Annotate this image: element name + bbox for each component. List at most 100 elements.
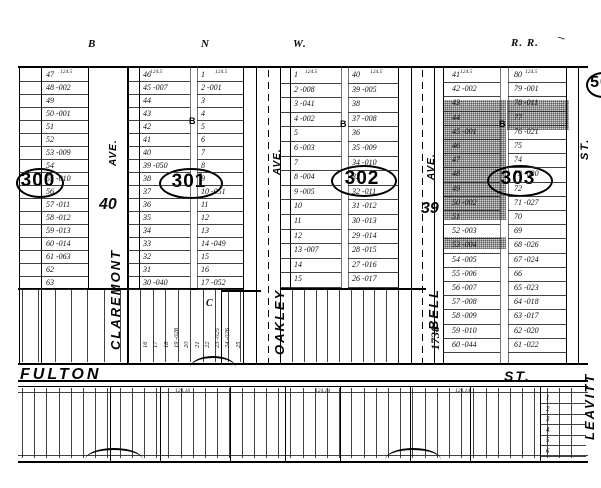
- fulton-row-lotline: [241, 388, 243, 458]
- block303-east-lot-divider: [508, 181, 566, 183]
- block302-east-lot-label: 37 -008: [352, 113, 377, 123]
- block301-east-lot-label: 2 -001: [201, 83, 222, 92]
- block302-east-lot-divider: [348, 126, 398, 128]
- block302-west-lot-divider: [281, 170, 341, 172]
- mid-strip-top: [221, 290, 261, 292]
- block302-west-lot-label: 11: [294, 216, 302, 225]
- block300-lot-divider: [19, 289, 88, 290]
- block303-east-lot-label: 67 -024: [514, 254, 539, 264]
- block302-west-lot-divider: [281, 97, 341, 99]
- fulton-row-lotline: [351, 388, 353, 458]
- oakley-centerline-dash: [268, 226, 269, 233]
- fulton-row-lot-label: 4: [546, 425, 550, 434]
- block302-east-lot-divider: [348, 199, 398, 201]
- block303-west-lot-label: 51: [452, 212, 460, 221]
- fulton-row-lotline: [461, 388, 463, 458]
- bell-centerline-dash: [422, 94, 423, 101]
- mid-strip-lotline: [374, 290, 376, 362]
- fulton-row-lotline: [266, 388, 267, 458]
- block301-east-lot-divider: [197, 198, 243, 199]
- block301-west-lot-label: 31: [143, 265, 151, 274]
- fulton-row-lotline: [388, 388, 389, 458]
- block303-east-lot-divider: [508, 110, 566, 112]
- block300-lot-label: 60 -014: [46, 239, 71, 248]
- block302-east-lot-label: 31 -012: [352, 201, 377, 211]
- oakley-centerline-dash: [268, 190, 269, 197]
- block301-west-lot-divider: [128, 250, 190, 251]
- fulton-row-lotline: [522, 388, 524, 458]
- bell-centerline-dash: [422, 250, 423, 257]
- claremont-width-annotation: 40: [99, 196, 117, 213]
- block301-west-lot-label: 42: [143, 122, 151, 131]
- fulton-street-north-line: [18, 380, 588, 382]
- block302-west-lot-label: 1: [294, 70, 298, 79]
- block303-west-lot-label: 58 -009: [452, 311, 477, 321]
- bell-centerline-dash: [422, 286, 423, 293]
- fulton-row-dimension: 124.14: [315, 388, 331, 394]
- bell-centerline-dash: [422, 298, 423, 305]
- block302-east-lot-label: 26 -017: [352, 274, 377, 284]
- street-label-fulton-suffix: ST.: [504, 368, 531, 384]
- bell-centerline-dash: [422, 202, 423, 209]
- block303-west-lot-label: 57 -008: [452, 297, 477, 307]
- block302-east-lot-divider: [348, 82, 398, 84]
- oakley-west-line: [256, 66, 257, 363]
- oakley-centerline-dash: [268, 166, 269, 173]
- block303-west-lot-divider: [443, 337, 500, 339]
- block302-west-lot-label: 7: [294, 157, 298, 167]
- bell-centerline-dash: [422, 346, 423, 353]
- block301-east-lot-label: 17 -052: [201, 278, 226, 287]
- fulton-row-lot-divider: [540, 424, 586, 425]
- block303-west-lot-divider: [443, 281, 500, 282]
- block303-east-lot-label: 63 -017: [514, 311, 539, 321]
- mid-strip-lotline: [292, 290, 293, 362]
- mid-strip-lotline: [327, 290, 329, 362]
- oakley-centerline-dash: [268, 118, 269, 125]
- top-frontage-dimension: 124.5: [525, 69, 538, 75]
- block302-east-lot-divider: [348, 170, 398, 172]
- mid-strip-lot-label: 21: [193, 341, 201, 349]
- block303-east-lot-label: 74: [514, 155, 522, 165]
- fulton-row-lotline: [375, 388, 377, 458]
- fulton-row-lotline: [558, 388, 560, 458]
- block303-east-lot-divider: [508, 195, 566, 197]
- block300-lot-divider: [19, 133, 88, 134]
- block301-west-lot-label: 35: [143, 213, 151, 222]
- block301-east-lot-divider: [197, 250, 243, 251]
- block302-west-lot-label: 2 -008: [294, 84, 315, 94]
- oakley-centerline-dash: [268, 238, 269, 245]
- block303-west-lot-label: 49: [452, 183, 460, 193]
- block300-lot-label: 47: [46, 70, 54, 79]
- fulton-row-lotline: [497, 388, 499, 458]
- block303-east-lot-divider: [508, 352, 566, 353]
- block302-west-lot-label: 15: [294, 274, 302, 284]
- block300-lot-divider: [19, 250, 88, 251]
- bell-centerline-dash: [422, 310, 423, 317]
- top-label-n: N: [201, 38, 210, 50]
- fulton-row-lotline: [131, 388, 133, 458]
- top-boundary-line: [18, 66, 588, 68]
- bell-centerline-dash: [422, 118, 423, 125]
- mid-strip-lotline: [120, 290, 121, 362]
- fulton-row-lotline: [217, 388, 219, 458]
- oakley-centerline-dash: [268, 214, 269, 221]
- fulton-row-lotline: [107, 388, 109, 458]
- block302-west-lot-label: 8 -004: [294, 172, 315, 182]
- block303-east-lot-label: 62 -020: [514, 325, 539, 335]
- block301-west-lot-label: 43: [143, 109, 151, 118]
- block302-west-lot-label: 6 -003: [294, 143, 315, 152]
- block300-lot-divider: [19, 276, 88, 277]
- block301-west-lot-label: 30 -040: [143, 278, 168, 287]
- fulton-row-block-divider: [410, 386, 411, 461]
- mid-strip-lotline: [140, 290, 141, 362]
- block301-west-lot-divider: [128, 146, 190, 147]
- block300-lot-divider: [19, 198, 88, 199]
- block302-east-lot-divider: [348, 141, 398, 142]
- block-number-301: 301: [171, 170, 207, 192]
- block303-west-lot-divider: [443, 238, 500, 240]
- block302-west-lot-divider: [281, 184, 341, 186]
- block303-west-lot-divider: [443, 295, 500, 297]
- block303-west-lot-divider: [443, 323, 500, 325]
- block302-east-lot-divider: [348, 287, 398, 288]
- block302-east-lot-label: 35 -009: [352, 143, 377, 152]
